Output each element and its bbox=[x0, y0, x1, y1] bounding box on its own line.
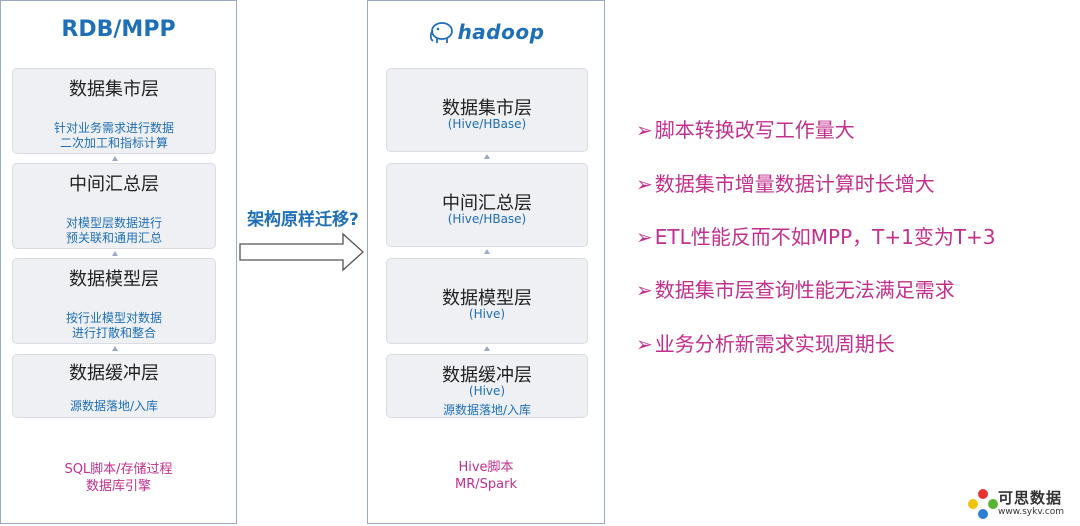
elephant-icon bbox=[429, 22, 453, 43]
layer-desc: 源数据落地/入库 bbox=[69, 399, 159, 413]
arrowhead-bullet-icon: ➢ bbox=[636, 225, 653, 249]
layer-sub: (Hive/HBase) bbox=[447, 117, 527, 131]
issue-item: ➢数据集市增量数据计算时长增大 bbox=[636, 168, 935, 197]
hadoop-wordmark: hadoop bbox=[457, 20, 545, 44]
layer-name: 数据缓冲层 bbox=[69, 363, 159, 384]
layer-desc: 针对业务需求进行数据 bbox=[53, 121, 174, 135]
migration-label: 架构原样迁移? bbox=[247, 210, 359, 230]
issue-text: 数据集市层查询性能无法满足需求 bbox=[654, 278, 955, 302]
layer-name: 数据模型层 bbox=[442, 288, 532, 309]
watermark-name: 可思数据 bbox=[998, 489, 1063, 507]
layer-sub: (Hive/HBase) bbox=[447, 212, 527, 226]
layer-desc: 源数据落地/入库 bbox=[442, 403, 532, 417]
layer-desc: 按行业模型对数据 bbox=[65, 311, 162, 325]
watermark-url: www.sykv.com bbox=[998, 507, 1065, 517]
up-arrow-icon bbox=[112, 346, 118, 351]
layer-name: 数据缓冲层 bbox=[442, 365, 532, 386]
up-arrow-icon bbox=[112, 251, 118, 256]
left-layer-buffer: 数据缓冲层 源数据落地/入库 bbox=[12, 354, 216, 418]
issue-text: 业务分析新需求实现周期长 bbox=[654, 332, 895, 356]
right-note: Hive脚本 bbox=[458, 460, 514, 475]
arrowhead-bullet-icon: ➢ bbox=[636, 278, 653, 302]
left-note: 数据库引擎 bbox=[85, 479, 151, 494]
left-layer-summary: 中间汇总层 对模型层数据进行 预关联和通用汇总 bbox=[12, 163, 216, 249]
issue-item: ➢数据集市层查询性能无法满足需求 bbox=[636, 274, 955, 303]
right-layer-model: 数据模型层 (Hive) bbox=[386, 258, 588, 344]
hadoop-logo: hadoop bbox=[368, 17, 604, 47]
layer-name: 中间汇总层 bbox=[442, 193, 532, 214]
arrowhead-bullet-icon: ➢ bbox=[636, 332, 653, 356]
issue-text: 数据集市增量数据计算时长增大 bbox=[654, 172, 935, 196]
right-note: MR/Spark bbox=[455, 477, 517, 492]
issue-text: ETL性能反而不如MPP，T+1变为T+3 bbox=[654, 225, 996, 249]
right-layer-buffer: 数据缓冲层 (Hive) 源数据落地/入库 bbox=[386, 354, 588, 418]
left-note: SQL脚本/存储过程 bbox=[64, 462, 173, 477]
arrowhead-bullet-icon: ➢ bbox=[636, 118, 653, 142]
layer-name: 数据集市层 bbox=[69, 79, 159, 100]
issue-item: ➢业务分析新需求实现周期长 bbox=[636, 328, 895, 357]
issue-text: 脚本转换改写工作量大 bbox=[654, 118, 855, 142]
right-layer-summary: 中间汇总层 (Hive/HBase) bbox=[386, 163, 588, 247]
right-layer-mart: 数据集市层 (Hive/HBase) bbox=[386, 68, 588, 152]
watermark: 可思数据 www.sykv.com bbox=[968, 487, 1080, 523]
watermark-logo-icon bbox=[968, 489, 998, 519]
layer-name: 中间汇总层 bbox=[69, 174, 159, 195]
right-arrow-icon bbox=[239, 232, 364, 272]
up-arrow-icon bbox=[484, 346, 490, 351]
left-layer-model: 数据模型层 按行业模型对数据 进行打散和整合 bbox=[12, 258, 216, 344]
layer-name: 数据集市层 bbox=[442, 98, 532, 119]
issue-item: ➢脚本转换改写工作量大 bbox=[636, 114, 855, 143]
layer-desc: 对模型层数据进行 bbox=[65, 216, 162, 230]
arrowhead-bullet-icon: ➢ bbox=[636, 172, 653, 196]
layer-desc: 进行打散和整合 bbox=[71, 326, 156, 340]
rdb-mpp-panel: RDB/MPP 数据集市层 针对业务需求进行数据 二次加工和指标计算 中间汇总层… bbox=[0, 0, 237, 524]
up-arrow-icon bbox=[484, 154, 490, 159]
up-arrow-icon bbox=[484, 249, 490, 254]
rdb-mpp-title: RDB/MPP bbox=[61, 17, 176, 42]
layer-sub: (Hive) bbox=[468, 307, 506, 321]
layer-desc: 二次加工和指标计算 bbox=[59, 136, 168, 150]
layer-desc: 预关联和通用汇总 bbox=[65, 231, 162, 245]
up-arrow-icon bbox=[112, 156, 118, 161]
layer-sub: (Hive) bbox=[468, 384, 506, 398]
layer-name: 数据模型层 bbox=[69, 269, 159, 290]
hadoop-panel: hadoop 数据集市层 (Hive/HBase) 中间汇总层 (Hive/HB… bbox=[367, 0, 605, 524]
issue-item: ➢ETL性能反而不如MPP，T+1变为T+3 bbox=[636, 221, 996, 250]
left-layer-mart: 数据集市层 针对业务需求进行数据 二次加工和指标计算 bbox=[12, 68, 216, 154]
